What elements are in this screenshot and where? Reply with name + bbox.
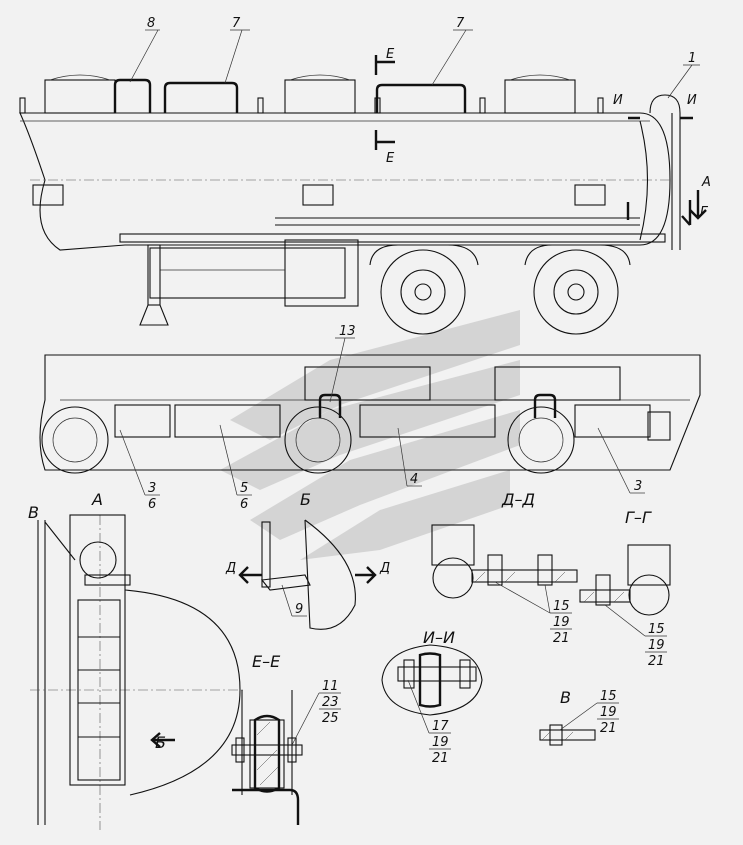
view-v-part-21: 21 (600, 721, 617, 736)
manholes (19, 74, 604, 114)
view-b-arrow-label: Б (155, 733, 166, 752)
section-ii-title: И–И (423, 628, 455, 647)
section-ee-drawing (231, 690, 303, 825)
section-ee-title: Е–Е (252, 652, 281, 671)
section-e-bottom: Е (386, 151, 395, 166)
callout-8: 8 (147, 16, 155, 31)
callout-7a: 7 (232, 16, 241, 31)
view-v-drawing (539, 724, 596, 746)
section-gg-part-15: 15 (648, 622, 665, 637)
detail-bracket (238, 519, 377, 630)
view-v-part-15: 15 (600, 689, 617, 704)
callout-7b: 7 (456, 16, 465, 31)
part-9: 9 (295, 602, 303, 617)
section-ii-part-21: 21 (432, 751, 449, 766)
chassis-bottom-view (39, 354, 701, 474)
section-ii-part-17: 17 (432, 719, 449, 734)
section-gg-part-21: 21 (648, 654, 665, 669)
callout-1: 1 (688, 51, 696, 66)
section-d-right: Д (379, 561, 390, 576)
section-d-left: Д (225, 561, 236, 576)
parts-3-left: 3 (148, 481, 156, 496)
section-dd-part-21: 21 (553, 631, 570, 646)
view-a-title: А (91, 490, 103, 509)
section-ii-part-19: 19 (432, 735, 449, 750)
view-a-marker: А (701, 175, 711, 190)
section-gg-title: Г–Г (625, 508, 652, 527)
section-i-right: И (687, 93, 697, 108)
trailer-side-view (19, 55, 707, 335)
parts-5-mid: 5 (240, 481, 248, 496)
view-v-title: В (560, 688, 571, 707)
section-dd-part-15: 15 (553, 599, 570, 614)
section-gg-part-19: 19 (648, 638, 665, 653)
parts-6-mid: 6 (240, 497, 248, 512)
section-i-left: И (613, 93, 623, 108)
view-a-ladder (30, 514, 245, 830)
view-v-marker: В (28, 503, 39, 522)
view-v-part-19: 19 (600, 705, 617, 720)
parts-6-left: 6 (148, 497, 156, 512)
section-ii-drawing (381, 644, 483, 716)
callout-13: 13 (339, 324, 356, 339)
section-g-marker: Г (700, 205, 709, 220)
part-3-right: 3 (634, 479, 642, 494)
section-dd-drawing (431, 524, 578, 599)
section-ee-part-23: 23 (322, 695, 339, 710)
section-ee-part-25: 25 (322, 711, 339, 726)
watermark-logo (220, 310, 520, 560)
section-gg-drawing (579, 544, 671, 616)
rear-wheels (369, 244, 631, 335)
view-b-title: Б (300, 490, 311, 509)
section-dd-part-19: 19 (553, 615, 570, 630)
part-4: 4 (410, 472, 418, 487)
section-ee-part-11: 11 (322, 679, 339, 694)
section-e-top: Е (386, 47, 395, 62)
section-dd-title: Д–Д (501, 490, 535, 509)
